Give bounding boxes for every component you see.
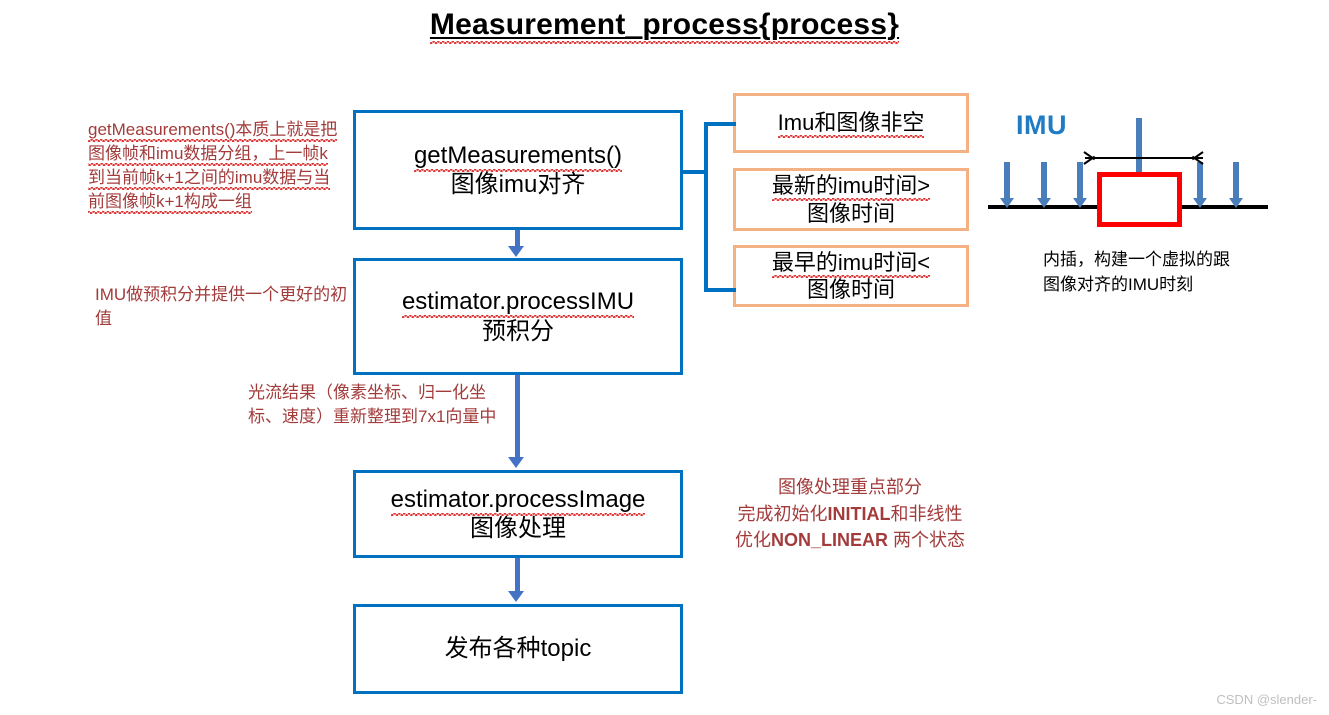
- condition-box-earliest-imu-time[interactable]: 最早的imu时间< 图像时间: [733, 245, 969, 307]
- annotation-line3-c: 两个状态: [888, 530, 966, 551]
- annotation-line2-b: INITIAL: [827, 503, 891, 524]
- flow-box-publish-topic[interactable]: 发布各种topic: [353, 604, 683, 694]
- annotation-process-imu: IMU做预积分并提供一个更好的初值: [95, 285, 348, 329]
- condition-box-3-line1: 最早的imu时间<: [771, 249, 931, 278]
- annotation-process-image-line3: 优化NON_LINEAR 两个状态: [700, 527, 1000, 554]
- annotation-line3-a: 优化: [734, 530, 771, 551]
- connector-bracket-stem: [683, 170, 708, 174]
- annotation-line3-b: NON_LINEAR: [770, 530, 888, 551]
- flow-arrow-1-head: [508, 246, 524, 257]
- condition-box-latest-imu-time[interactable]: 最新的imu时间> 图像时间: [733, 168, 969, 231]
- imu-sample-arrow-5: [1229, 162, 1243, 208]
- flow-box-get-measurements-line1: getMeasurements(): [413, 141, 623, 172]
- condition-box-1-line1: Imu和图像非空: [777, 110, 925, 138]
- connector-bracket-vertical: [704, 122, 708, 292]
- condition-box-2-line2: 图像时间: [806, 200, 895, 226]
- annotation-line2-c: 和非线性: [890, 503, 963, 524]
- annotation-process-image-line2: 完成初始化INITIAL和非线性: [700, 501, 1000, 528]
- imu-sample-arrow-2: [1037, 162, 1051, 208]
- flow-arrow-3-shaft: [515, 558, 520, 593]
- annotation-process-image-line1: 图像处理重点部分: [778, 477, 922, 497]
- flow-box-process-imu-line1: estimator.processIMU: [401, 288, 635, 318]
- flow-box-process-imu-line2: 预积分: [481, 317, 554, 345]
- annotation-line2-a: 完成初始化: [737, 503, 828, 524]
- flow-box-process-imu[interactable]: estimator.processIMU 预积分: [353, 258, 683, 375]
- imu-sample-arrow-1: [1000, 162, 1014, 208]
- flow-box-get-measurements[interactable]: getMeasurements() 图像imu对齐: [353, 110, 683, 230]
- page-title-text: Measurement_process{process}: [429, 8, 900, 44]
- imu-sample-arrow-3: [1073, 162, 1087, 208]
- condition-box-2-line1: 最新的imu时间>: [771, 173, 931, 201]
- annotation-get-measurements-text: getMeasurements()本质上就是把图像帧和imu数据分组，上一帧k到…: [88, 120, 338, 214]
- annotation-optical-flow: 光流结果（像素坐标、归一化坐标、速度）重新整理到7x1向量中: [248, 383, 497, 427]
- flow-box-process-image[interactable]: estimator.processImage 图像处理: [353, 470, 683, 558]
- page-title: Measurement_process{process}: [0, 8, 1329, 42]
- imu-figure-caption: 内插，构建一个虚拟的跟图像对齐的IMU时刻: [1043, 250, 1230, 294]
- flow-box-get-measurements-line2: 图像imu对齐: [450, 171, 586, 198]
- condition-box-3-line2: 图像时间: [806, 277, 895, 302]
- connector-bracket-top-branch: [704, 122, 736, 126]
- flow-box-publish-topic-line1: 发布各种topic: [444, 635, 592, 663]
- flow-arrow-2-shaft: [515, 375, 520, 459]
- flow-arrow-2-head: [508, 457, 524, 468]
- annotation-get-measurements: getMeasurements()本质上就是把图像帧和imu数据分组，上一帧k到…: [88, 118, 343, 215]
- flow-arrow-3-head: [508, 591, 524, 602]
- image-frame-interval-box: [1097, 172, 1182, 227]
- annotation-process-image: 图像处理重点部分 完成初始化INITIAL和非线性 优化NON_LINEAR 两…: [700, 474, 1000, 554]
- interval-span-arrow-line: [1085, 157, 1203, 159]
- flow-box-process-image-line1: estimator.processImage: [390, 485, 646, 516]
- flow-box-process-image-line2: 图像处理: [470, 515, 566, 542]
- flow-arrow-1-shaft: [515, 230, 520, 248]
- condition-box-imu-image-not-empty[interactable]: Imu和图像非空: [733, 93, 969, 153]
- connector-bracket-bottom-branch: [704, 288, 736, 292]
- watermark: CSDN @slender-: [1216, 692, 1317, 707]
- imu-sample-arrow-4: [1193, 162, 1207, 208]
- imu-figure-label: IMU: [1016, 110, 1067, 140]
